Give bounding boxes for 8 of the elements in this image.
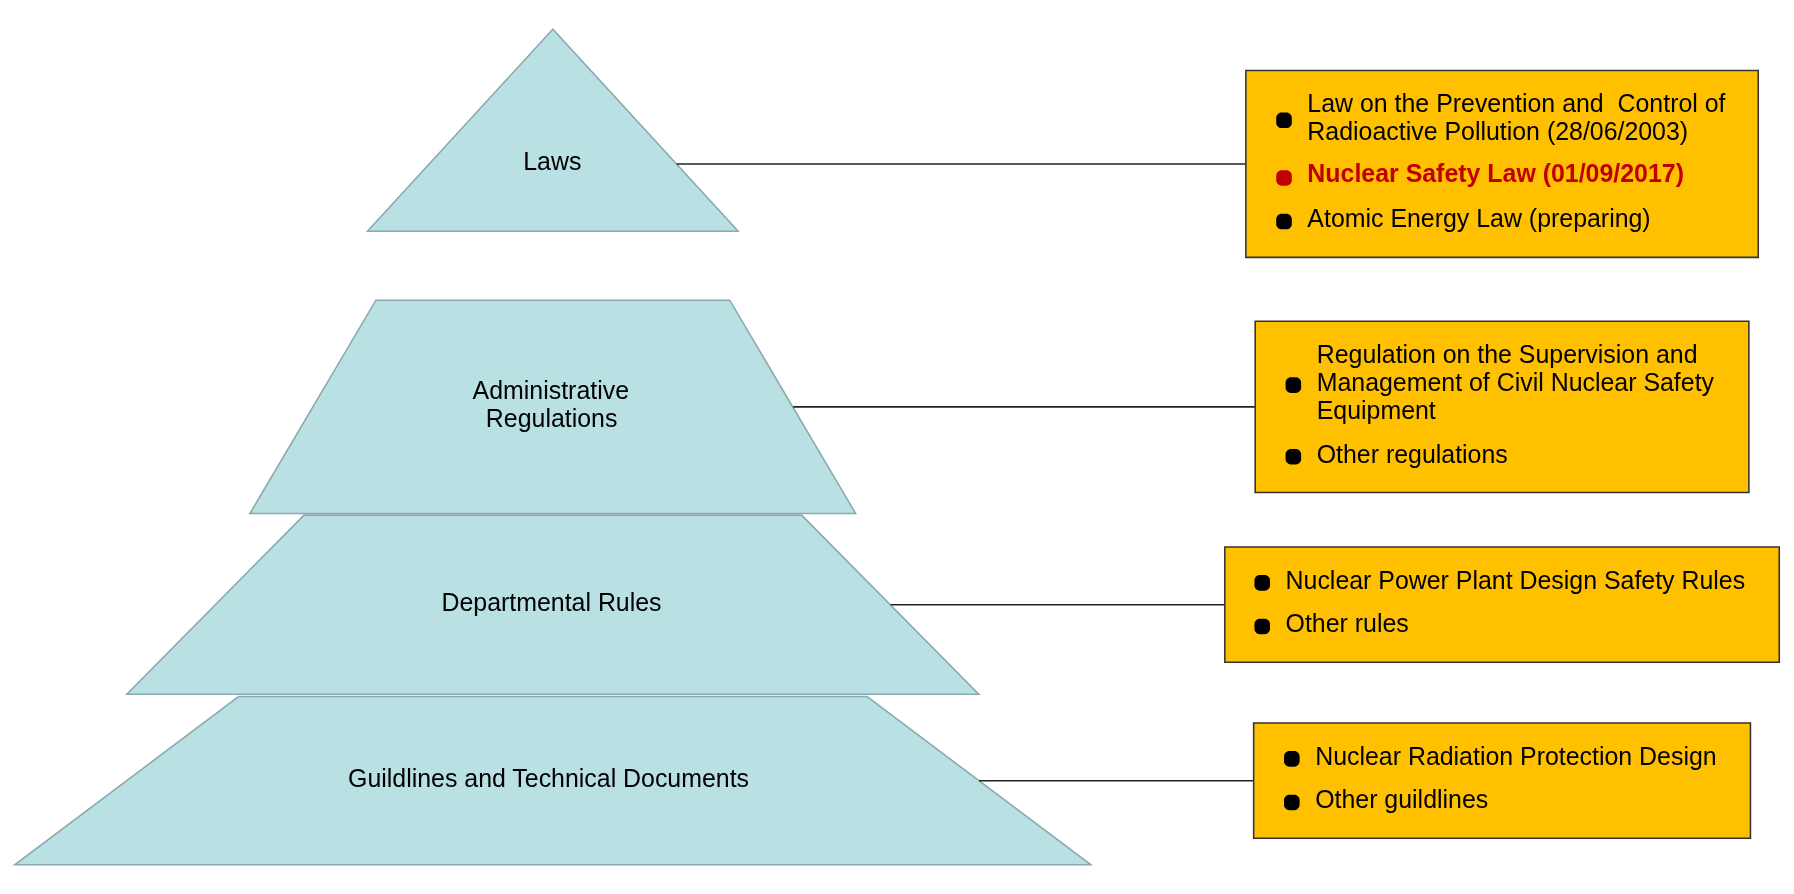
connector bbox=[889, 603, 1226, 606]
connector bbox=[978, 779, 1254, 782]
node-box: Nuclear Radiation Protection Design Other guildlines bbox=[1252, 722, 1752, 840]
node-box: Regulation on the Supervision and Management of Civil Nuclear Safety Equipment Other regulations bbox=[1254, 320, 1750, 494]
connector bbox=[792, 406, 1256, 408]
node-box: Law on the Prevention and Control of Radioactive Pollution (28/06/2003) Nuclear Safety Law (01/09/2017) Atomic Energy Law (preparing) bbox=[1245, 69, 1759, 259]
connector bbox=[675, 163, 1247, 165]
node-box: Nuclear Power Plant Design Safety Rules Other rules bbox=[1224, 546, 1781, 664]
